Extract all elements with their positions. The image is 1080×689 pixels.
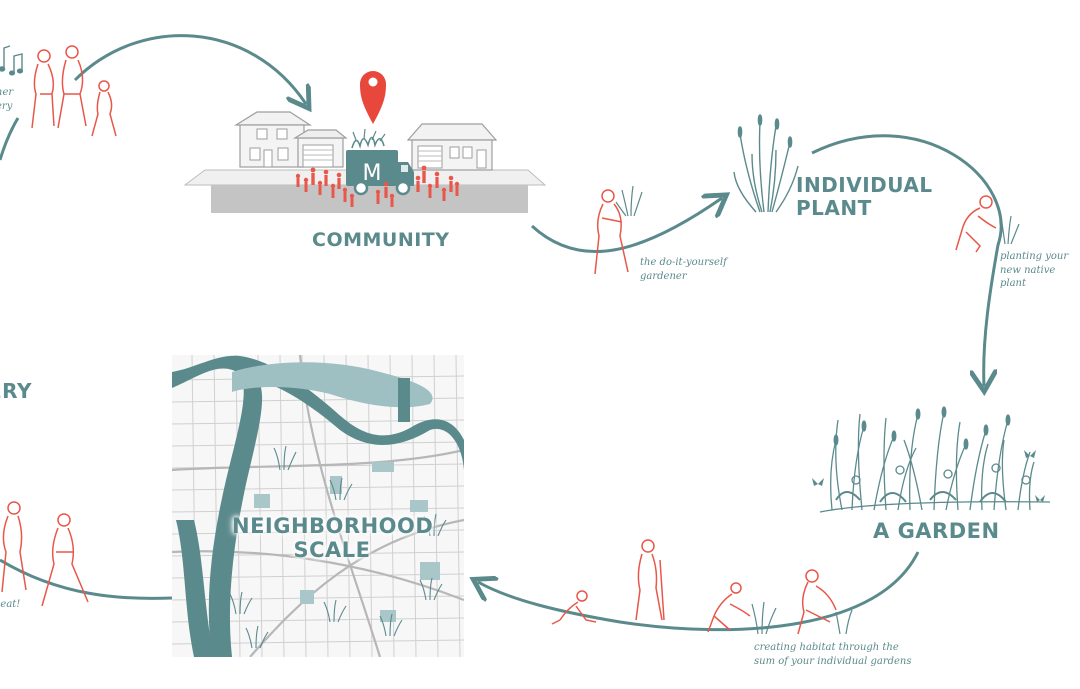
caption-line: creating habitat through the — [754, 642, 899, 653]
house-icon — [233, 111, 348, 168]
person-figure — [57, 45, 87, 129]
individual-plant-label: INDIVIDUAL PLANT — [796, 174, 933, 220]
river-outflow — [176, 520, 214, 657]
person-figure — [375, 189, 381, 204]
butterfly-icon — [812, 478, 824, 486]
person-figure — [295, 173, 301, 187]
grass-icon — [229, 445, 447, 649]
caption-line: her — [0, 87, 14, 98]
map-major-roads — [172, 355, 464, 657]
caption-line: the do-it-yourself — [640, 257, 727, 268]
lake — [232, 362, 433, 408]
individual-plant-label-line1: INDIVIDUAL — [796, 173, 933, 197]
caption-line: new native — [1000, 264, 1056, 276]
river — [172, 355, 464, 657]
truck-icon: M — [346, 128, 414, 196]
gardeners-group — [551, 539, 837, 635]
music-note-icon — [0, 45, 24, 76]
neighborhood-label-line1: NEIGHBORHOOD — [232, 514, 434, 538]
arrow-left-top-tail — [0, 117, 20, 161]
diy-gardener-figure — [594, 189, 629, 275]
person-figure — [427, 183, 433, 198]
caption-line: plant — [1000, 278, 1027, 289]
person-figure — [336, 172, 342, 189]
caption-line: ery — [0, 100, 13, 112]
beat-caption-partial: beat! — [0, 599, 21, 610]
walking-couple — [1, 501, 89, 607]
location-pin-icon — [360, 71, 386, 124]
person-figure — [349, 193, 355, 207]
person-figure — [415, 175, 421, 192]
individual-plant-label-line2: PLANT — [796, 196, 872, 220]
bending-person-figure — [797, 569, 837, 635]
planting-person-figure — [955, 195, 997, 253]
planting-caption: planting your new native plant — [1000, 250, 1080, 291]
house-icon — [406, 123, 498, 171]
person-figure — [31, 49, 55, 129]
habitat-caption: creating habitat through the sum of your… — [754, 641, 954, 668]
person-figure — [448, 175, 454, 192]
neighborhood-map — [172, 355, 464, 657]
person-figure — [383, 181, 389, 198]
person-figure — [342, 187, 348, 202]
a-garden-label: A GARDEN — [873, 519, 1000, 543]
person-figure — [310, 167, 316, 185]
gather-caption-partial: her ery — [0, 86, 36, 113]
neighborhood-scale-label: NEIGHBORHOOD SCALE — [232, 514, 434, 563]
grass-icon — [751, 601, 853, 635]
community-label: COMMUNITY — [312, 229, 450, 251]
community-scene: M — [183, 71, 547, 213]
person-figure — [389, 193, 395, 207]
person-figure — [1, 501, 27, 593]
person-figure — [441, 187, 447, 201]
kneeling-person-figure — [707, 582, 751, 633]
person-figure — [330, 183, 336, 198]
family-walking — [31, 45, 117, 137]
person-figure — [91, 80, 117, 137]
arrow-gather-to-community — [73, 34, 306, 104]
butterfly-icon — [1024, 450, 1036, 458]
caption-line: sum of your individual gardens — [754, 655, 912, 667]
person-with-shovel-figure — [635, 539, 665, 621]
person-figure — [41, 513, 89, 607]
person-figure — [421, 165, 427, 183]
recovery-label-partial: ERY — [0, 379, 32, 403]
diy-gardener-caption: the do-it-yourself gardener — [640, 256, 750, 283]
arrow-community-to-plant — [530, 198, 722, 254]
individual-plant-icon — [733, 114, 799, 213]
butterfly-icon — [1035, 495, 1045, 502]
crowd-people — [295, 165, 460, 207]
caption-line: gardener — [640, 270, 687, 282]
arrow-neighborhood-to-left — [0, 558, 173, 600]
person-figure — [303, 177, 309, 192]
person-figure — [434, 171, 440, 188]
truck-letter: M — [363, 161, 382, 186]
arrow-plant-to-garden — [811, 134, 1003, 386]
caption-line: planting your — [1000, 251, 1069, 262]
garden-illustration — [819, 406, 1051, 513]
person-figure — [323, 169, 329, 186]
neighborhood-label-line2: SCALE — [293, 538, 371, 563]
arrow-garden-to-neighborhood — [478, 551, 920, 632]
person-figure — [454, 181, 460, 196]
map-parks — [254, 462, 440, 622]
grass-icon — [1000, 215, 1020, 245]
person-figure — [317, 180, 323, 195]
kneeling-person-figure — [551, 590, 597, 625]
grass-icon — [615, 185, 643, 217]
